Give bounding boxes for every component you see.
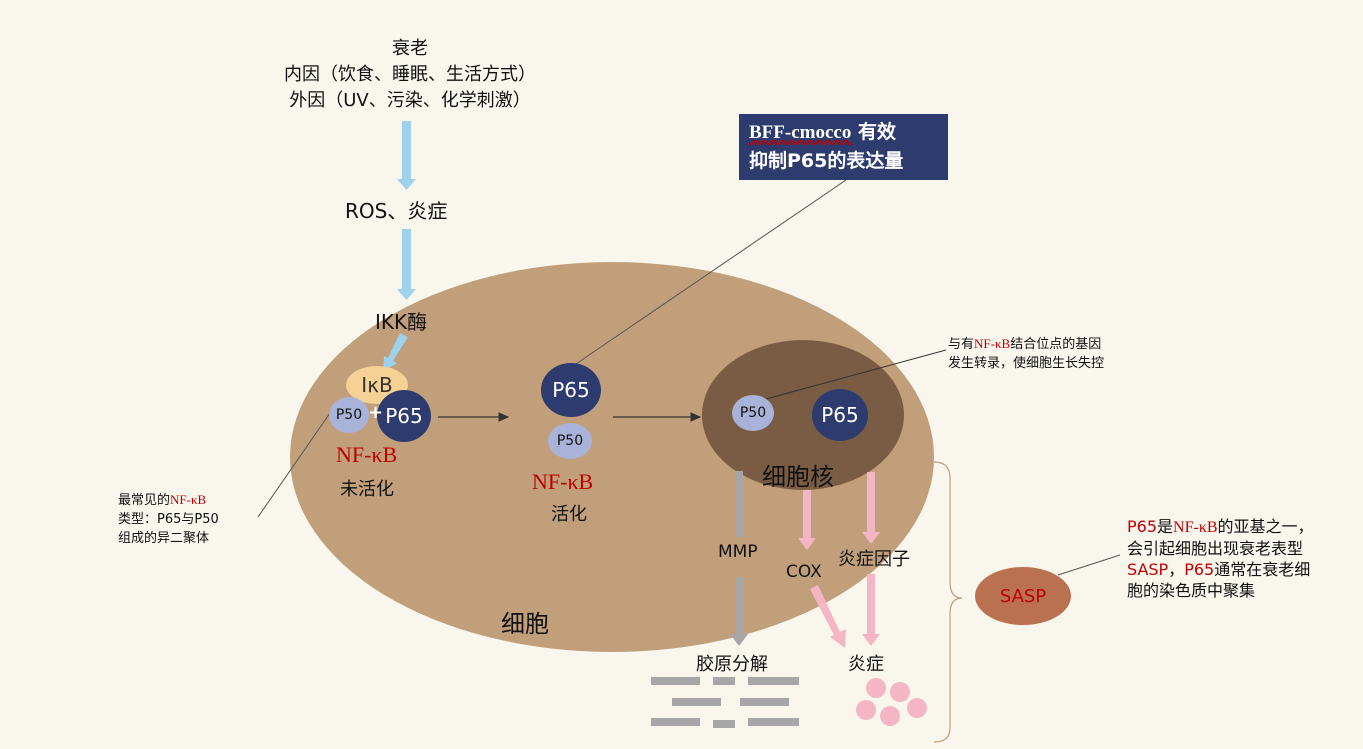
nfkb-active-label: NF-κB <box>532 469 594 494</box>
gray-arrow-2 <box>730 577 748 646</box>
pink-arrow-factor-2 <box>862 574 880 646</box>
p65-label: P65 <box>385 404 423 428</box>
p50-label: P50 <box>739 405 767 421</box>
blue-arrow-1 <box>397 121 416 190</box>
nucleus-note: 与有NF-κB结合位点的基因 发生转录，使细胞生长失控 <box>948 334 1104 373</box>
right-note-p65: P65 <box>1127 517 1158 536</box>
right-note-a: 是 <box>1157 517 1174 536</box>
inflammation-label: 炎症 <box>848 654 884 675</box>
nucleus-note-leader <box>765 349 947 400</box>
collagen-label: 胶原分解 <box>696 654 768 675</box>
nfkb-inactive-label: NF-κB <box>336 442 398 467</box>
cox-label: COX <box>786 562 822 582</box>
ikb-oval: IκB <box>346 366 408 404</box>
p65-label: P65 <box>552 378 590 402</box>
left-note-leader <box>257 412 331 518</box>
cell-label: 细胞 <box>501 610 549 638</box>
nucleus-note-post: 结合位点的基因 <box>1010 337 1102 352</box>
right-note-line2: 会引起细胞出现衰老表型 <box>1127 539 1304 558</box>
callout-line2: 抑制P65的表达量 <box>749 150 904 172</box>
p50-circle-inactive: P50 <box>329 397 369 433</box>
nucleus-note-pre: 与有 <box>948 337 975 352</box>
mmp-label: MMP <box>718 542 758 562</box>
left-note-line1: 最常见的 <box>118 493 171 508</box>
top-line-3: 外因（UV、污染、化学刺激） <box>289 90 531 111</box>
callout-box: BFF-cmocco 有效 抑制P65的表达量 <box>739 114 948 180</box>
left-note: 最常见的NF-κB 类型：P65与P50 组成的异二聚体 <box>118 490 219 548</box>
p50-circle-active: P50 <box>548 423 592 459</box>
sasp-bracket <box>933 461 963 743</box>
blue-arrow-3 <box>383 333 408 372</box>
pink-arrow-cox-2 <box>810 585 846 648</box>
nucleus-label: 细胞核 <box>762 463 834 491</box>
right-note-line4: 胞的染色质中聚集 <box>1127 581 1256 600</box>
nucleus <box>702 340 904 490</box>
ikk-label: IKK酶 <box>375 310 428 334</box>
p50-circle-nucleus: P50 <box>732 395 774 431</box>
p65-label: P65 <box>821 403 859 427</box>
nucleus-note-line2: 发生转录，使细胞生长失控 <box>948 356 1105 371</box>
right-note-comma: ， <box>1168 560 1185 579</box>
p50-label: P50 <box>335 407 363 423</box>
sasp-oval: SASP <box>975 567 1071 625</box>
right-note-nfkb: NF-κB <box>1173 519 1218 536</box>
collagen-fragments <box>651 677 799 728</box>
top-line-2: 内因（饮食、睡眠、生活方式） <box>284 64 536 85</box>
callout-leader <box>569 179 847 369</box>
callout-brand: BFF-cmocco <box>749 122 852 143</box>
pink-arrow-cox <box>798 490 816 550</box>
plus-sign: + <box>368 402 384 423</box>
sasp-note-leader <box>1057 554 1121 576</box>
inflammation-dots <box>856 678 927 726</box>
callout-line1-rest: 有效 <box>851 121 896 143</box>
right-note-b: 的亚基之一， <box>1217 517 1314 536</box>
p50-label: P50 <box>556 433 584 449</box>
p65-circle-active: P65 <box>541 363 601 417</box>
gray-arrow-1 <box>735 471 743 537</box>
sasp-label: SASP <box>999 585 1047 607</box>
pink-arrow-factor <box>862 472 880 544</box>
blue-arrow-2 <box>397 229 416 300</box>
inactive-label: 未活化 <box>340 479 394 500</box>
right-note-l3b: 通常在衰老细 <box>1214 560 1311 579</box>
p65-circle-nucleus: P65 <box>812 389 868 441</box>
right-note-p65-2: P65 <box>1184 560 1215 579</box>
left-note-line2: 类型：P65与P50 <box>118 512 219 527</box>
left-note-nfkb: NF-κB <box>170 492 207 507</box>
top-line-1: 衰老 <box>392 38 428 59</box>
right-note-sasp: SASP <box>1127 560 1169 579</box>
ros-label: ROS、炎症 <box>345 199 448 223</box>
left-note-line3: 组成的异二聚体 <box>118 531 210 546</box>
right-note: P65是NF-κB的亚基之一， 会引起细胞出现衰老表型 SASP，P65通常在衰… <box>1127 516 1314 601</box>
nucleus-note-nfkb: NF-κB <box>974 336 1011 351</box>
ikb-label: IκB <box>361 373 393 397</box>
active-label: 活化 <box>551 504 587 525</box>
inflam-factor-label: 炎症因子 <box>838 549 910 570</box>
p65-circle-inactive: P65 <box>377 390 431 442</box>
